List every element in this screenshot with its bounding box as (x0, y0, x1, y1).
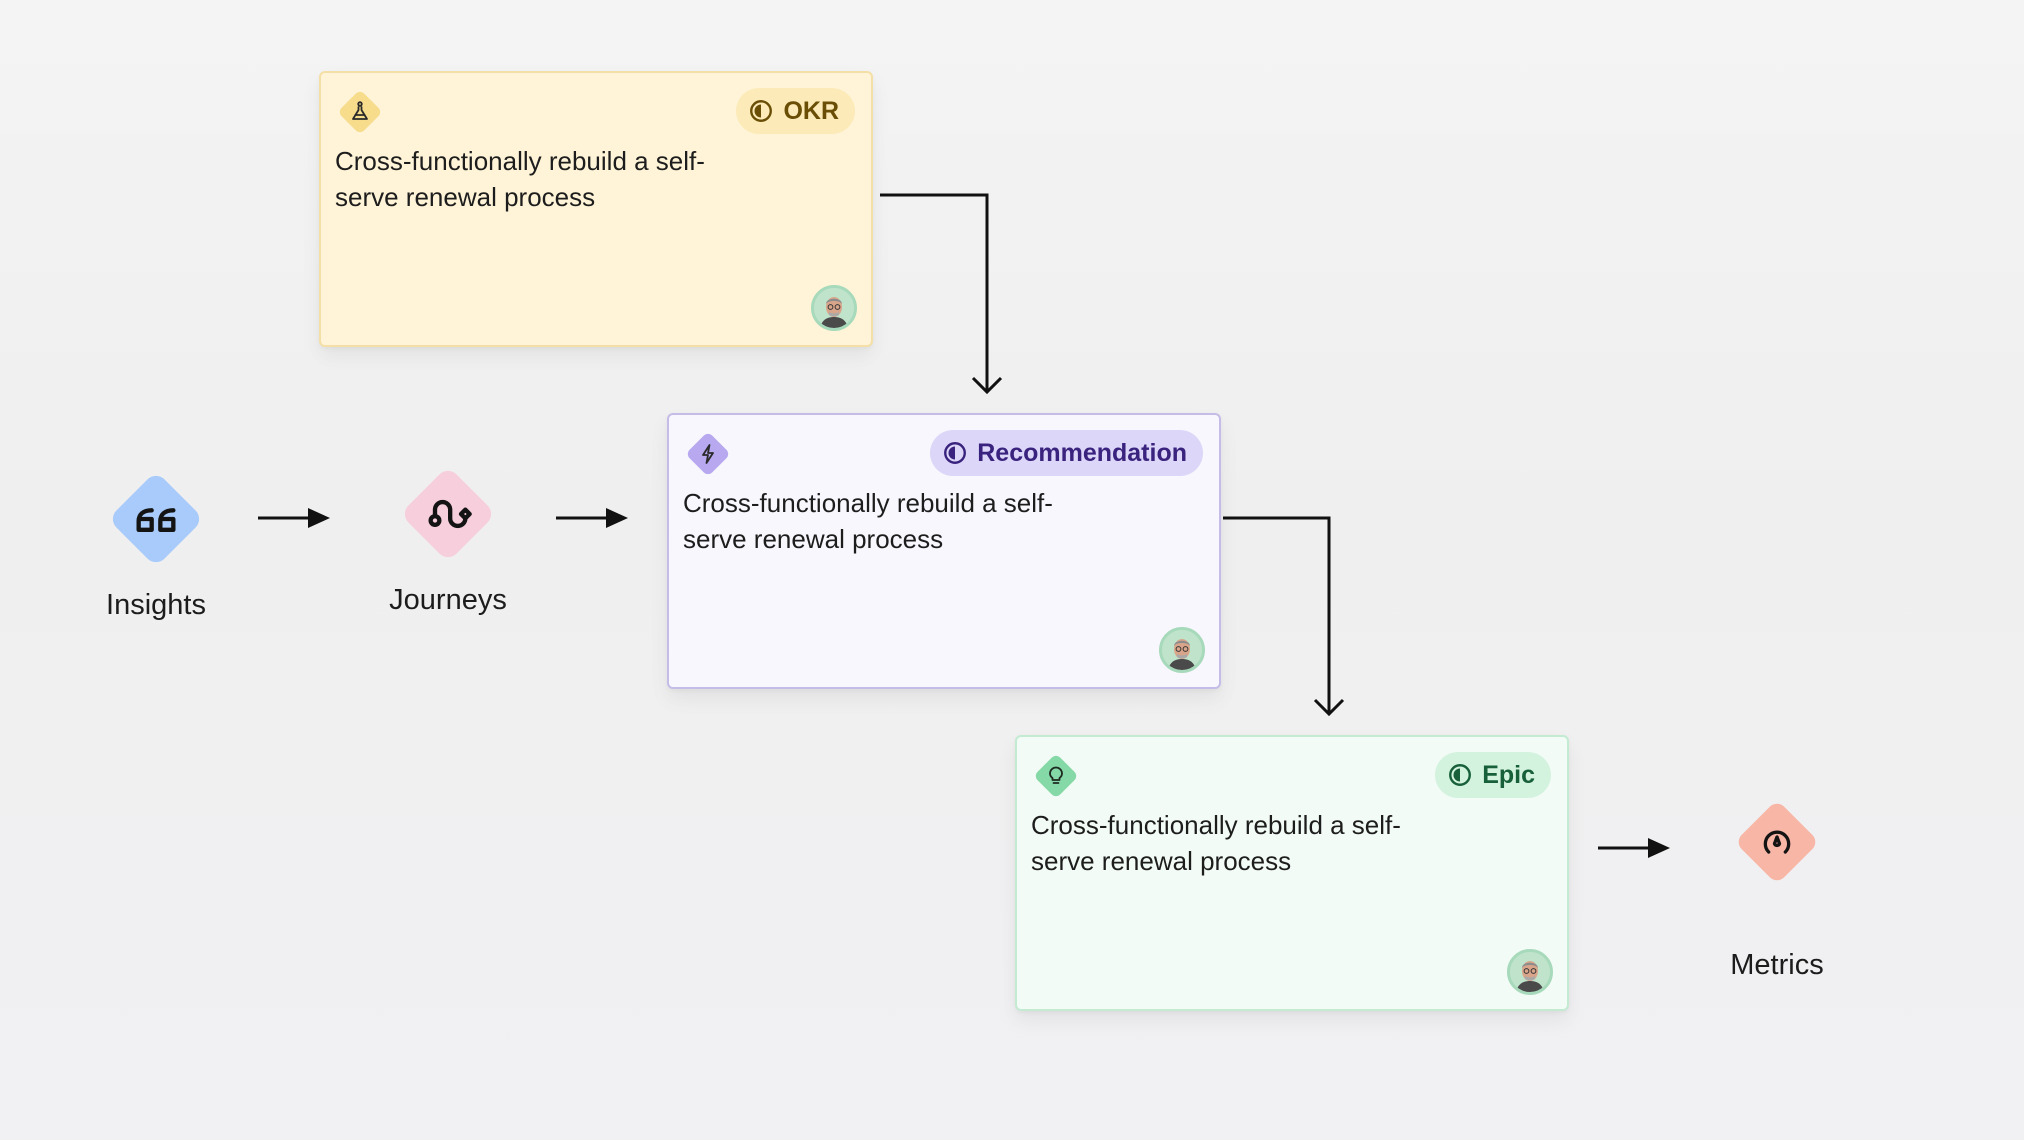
connector-recommendation-epic (1223, 516, 1345, 717)
lightbulb-icon (1033, 753, 1079, 799)
epic-card[interactable]: Epic Cross-functionally rebuild a self-s… (1015, 735, 1569, 1011)
connector-journeys-recommendation (556, 508, 628, 528)
epic-badge: Epic (1435, 752, 1551, 798)
flask-icon (337, 89, 383, 135)
okr-card[interactable]: OKR Cross-functionally rebuild a self-se… (319, 71, 873, 347)
avatar[interactable] (1507, 949, 1553, 995)
okr-badge-label: OKR (783, 96, 839, 125)
progress-icon (750, 100, 773, 122)
avatar[interactable] (811, 285, 857, 331)
okr-card-text: Cross-functionally rebuild a self-serve … (335, 146, 705, 212)
connector-okr-recommendation (880, 193, 1003, 395)
metrics-node[interactable]: Metrics (1687, 797, 1867, 982)
insights-label: Insights (106, 589, 206, 621)
quote-icon (104, 467, 208, 571)
route-icon (396, 462, 500, 566)
epic-badge-label: Epic (1482, 760, 1535, 789)
recommendation-badge: Recommendation (930, 430, 1203, 476)
epic-card-text: Cross-functionally rebuild a self-serve … (1031, 810, 1401, 876)
journeys-label: Journeys (389, 584, 507, 616)
progress-icon (944, 442, 967, 464)
gauge-icon (1732, 797, 1822, 887)
connector-insights-journeys (258, 508, 330, 528)
progress-icon (1449, 764, 1472, 786)
insights-node[interactable]: Insights (66, 467, 246, 622)
lightning-icon (685, 431, 731, 477)
journeys-node[interactable]: Journeys (358, 462, 538, 617)
recommendation-card-text: Cross-functionally rebuild a self-serve … (683, 488, 1053, 554)
recommendation-badge-label: Recommendation (977, 438, 1187, 467)
connector-epic-metrics (1598, 838, 1670, 858)
metrics-label: Metrics (1730, 949, 1824, 981)
recommendation-card[interactable]: Recommendation Cross-functionally rebuil… (667, 413, 1221, 689)
okr-badge: OKR (736, 88, 855, 134)
avatar[interactable] (1159, 627, 1205, 673)
